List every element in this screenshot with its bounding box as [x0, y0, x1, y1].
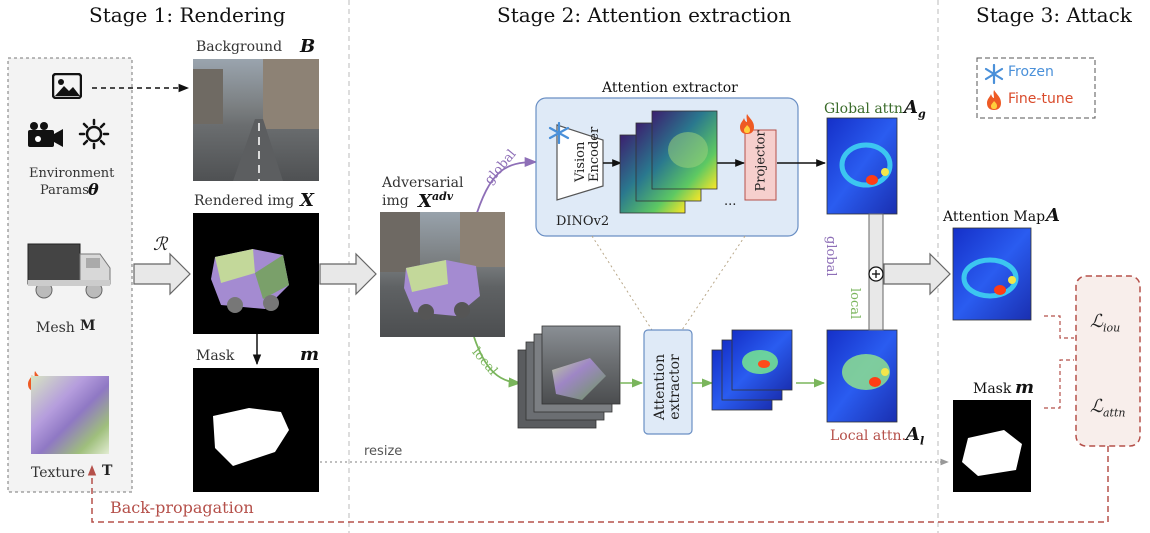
legend-finetune-label: Fine-tune — [1008, 91, 1074, 107]
env-label-line1: Environment — [29, 166, 115, 181]
texture-label: Texture — [31, 465, 86, 481]
local-vertical-label: local — [847, 288, 862, 320]
mesh-label: Mesh — [36, 320, 75, 336]
render-operator: ℛ — [153, 234, 168, 255]
adv-label-line1: Adversarial — [382, 175, 464, 191]
sun-icon — [78, 118, 110, 154]
projector-label: Projector — [753, 130, 769, 192]
snowflake-icon — [548, 121, 570, 148]
final-mask-label: Mask — [973, 381, 1012, 397]
texture-image — [31, 376, 109, 454]
global-vertical-label: global — [823, 236, 838, 277]
background-symbol: B — [300, 36, 316, 57]
adv-label-line2: img — [382, 193, 409, 209]
mask-image — [193, 368, 319, 492]
rendered-symbol: X — [300, 190, 314, 211]
extractor-title: Attention extractor — [602, 80, 738, 96]
global-attn-symbol: Ag — [904, 97, 926, 121]
rendered-label: Rendered img — [194, 193, 295, 209]
mask-symbol: m — [300, 344, 320, 365]
final-mask-symbol: m — [1015, 377, 1035, 398]
local-extractor-label: Attention extractor — [652, 354, 683, 420]
legend-frozen-label: Frozen — [1008, 64, 1054, 80]
backprop-label: Back-propagation — [110, 498, 254, 517]
stage-3-title: Stage 3: Attack — [976, 3, 1132, 27]
rendered-image — [193, 213, 319, 334]
projector-fire-icon — [738, 113, 756, 139]
adversarial-image — [380, 212, 505, 337]
env-label-line2: Params — [40, 183, 89, 198]
ellipsis: ... — [724, 194, 737, 209]
texture-symbol: T — [102, 463, 113, 479]
local-attn-symbol: Al — [906, 424, 925, 448]
attention-map-label: Attention Map — [943, 209, 1046, 225]
legend-snowflake-icon — [984, 63, 1004, 88]
background-image — [193, 59, 319, 181]
camera-icon — [26, 120, 66, 154]
env-symbol: θ — [88, 180, 99, 199]
mesh-symbol: M — [80, 318, 96, 334]
truck-mesh-icon — [26, 236, 116, 308]
loss-attn: ℒattn — [1090, 396, 1126, 420]
image-icon — [51, 72, 83, 103]
stage-1-title: Stage 1: Rendering — [89, 3, 286, 27]
local-attn-label: Local attn. — [830, 428, 906, 444]
adv-symbol: Xadv — [418, 190, 454, 212]
background-label: Background — [196, 39, 283, 55]
stage-2-title: Stage 2: Attention extraction — [497, 3, 792, 27]
loss-iou: ℒiou — [1090, 311, 1121, 335]
attention-map-symbol: A — [1046, 205, 1060, 226]
vision-encoder-label: Vision Encoder — [573, 126, 602, 182]
global-attn-label: Global attn. — [824, 101, 908, 117]
legend-fire-icon — [985, 89, 1003, 115]
dinov2-label: DINOv2 — [556, 214, 610, 229]
mask-label: Mask — [196, 348, 235, 364]
resize-label: resize — [364, 444, 403, 459]
